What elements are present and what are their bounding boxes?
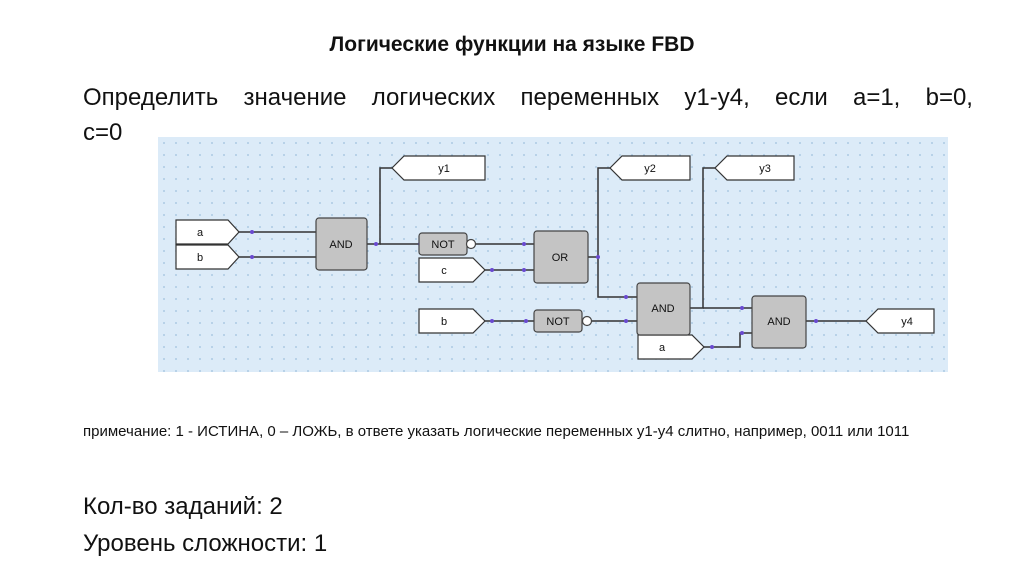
- wires: [239, 167, 866, 348]
- gate-and-2-label: AND: [651, 303, 674, 315]
- task-word: если: [774, 84, 828, 111]
- input-b: b: [175, 244, 240, 270]
- input-a: a: [175, 219, 240, 245]
- task-word: логических: [371, 84, 496, 111]
- input-c: c: [418, 257, 486, 283]
- wire-or-y2: [588, 167, 610, 258]
- task-word: a=1,: [852, 84, 901, 111]
- gate-and-3: AND: [751, 295, 807, 349]
- wire-and2-y3: [690, 167, 715, 309]
- gate-not-2: NOT: [533, 309, 593, 333]
- input-b-lower: b: [418, 308, 486, 334]
- task-count: Кол-во заданий: 2: [83, 493, 283, 520]
- difficulty-level: Уровень сложности: 1: [83, 530, 328, 557]
- gate-or: OR: [533, 230, 589, 284]
- task-line-2: c=0: [83, 119, 123, 146]
- wire-and1-y1: [367, 167, 392, 245]
- gate-and-1: AND: [315, 217, 368, 271]
- gate-not-1-label: NOT: [431, 239, 455, 251]
- task-text: Определить значение логических переменны…: [83, 80, 973, 150]
- page-title: Логические функции на языке FBD: [329, 33, 695, 56]
- output-y4: y4: [865, 308, 935, 334]
- output-y1-label: y1: [438, 163, 450, 175]
- input-b-label: b: [197, 252, 203, 264]
- output-y4-label: y4: [901, 316, 913, 328]
- gate-not-1: NOT: [418, 232, 477, 256]
- inverter-bubble: [581, 315, 593, 327]
- task-word: b=0,: [925, 84, 973, 111]
- note-text: примечание: 1 - ИСТИНА, 0 – ЛОЖЬ, в отве…: [83, 423, 910, 440]
- task-word: значение: [243, 84, 347, 111]
- input-a-lower: a: [637, 334, 705, 360]
- pins: [250, 230, 818, 349]
- output-y3: y3: [714, 155, 795, 181]
- gate-not-2-label: NOT: [546, 316, 570, 328]
- input-b-lower-label: b: [441, 316, 447, 328]
- input-a-lower-label: a: [659, 342, 666, 354]
- gate-or-label: OR: [552, 252, 569, 264]
- output-y3-label: y3: [759, 163, 771, 175]
- gate-and-3-label: AND: [767, 316, 790, 328]
- task-word: y1-y4,: [684, 84, 750, 111]
- output-y2: y2: [609, 155, 691, 181]
- inverter-bubble: [465, 238, 477, 250]
- task-word: переменных: [520, 84, 660, 111]
- task-word: Определить: [83, 84, 219, 111]
- task-line-1: Определить значение логических переменны…: [83, 80, 973, 115]
- wire-a-and2: [704, 332, 752, 348]
- input-c-label: c: [441, 265, 447, 277]
- input-a-label: a: [197, 227, 204, 239]
- output-y2-label: y2: [644, 163, 656, 175]
- gate-and-1-label: AND: [329, 239, 352, 251]
- gate-and-2: AND: [636, 282, 691, 336]
- output-y1: y1: [391, 155, 486, 181]
